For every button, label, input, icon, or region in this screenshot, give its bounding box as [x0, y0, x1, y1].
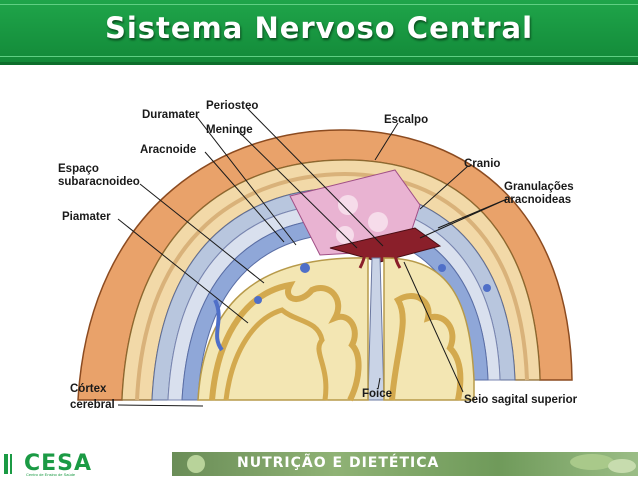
brain-meninges-illustration — [77, 107, 573, 407]
page-title: Sistema Nervoso Central — [104, 11, 534, 45]
label-periosteo: Periosteo — [206, 100, 259, 112]
label-duramater: Duramater — [142, 109, 200, 121]
cesa-logo-subtitle: Centro de Ensino de Saúde — [26, 472, 76, 477]
label-cortex: Córtex — [70, 383, 107, 395]
label-cerebral: cerebral — [70, 399, 115, 411]
title-bar: Sistema Nervoso Central — [0, 0, 638, 65]
cesa-logo-icon — [4, 454, 12, 474]
dura-window — [289, 169, 421, 256]
falx — [367, 257, 385, 401]
label-seio-sagital: Seio sagital superior — [464, 394, 578, 406]
label-aracnoideas: aracnoideas — [504, 194, 572, 206]
cesa-logo-text: CESA — [24, 451, 93, 476]
course-banner-text: NUTRIÇÃO E DIETÉTICA — [237, 455, 440, 471]
label-cranio: Cranio — [464, 158, 501, 170]
label-piamater: Piamater — [62, 211, 111, 223]
label-espaco: Espaço — [58, 163, 99, 175]
cortex-left — [197, 257, 369, 401]
label-granulacoes: Granulações — [504, 181, 574, 193]
label-leader-lines — [117, 107, 508, 407]
label-aracnoide: Aracnoide — [140, 144, 197, 156]
label-escalpo: Escalpo — [384, 114, 429, 126]
banner-decor-icon — [187, 454, 636, 473]
label-subaracnoideo: subaracnoideo — [58, 176, 140, 188]
course-banner — [172, 452, 638, 476]
label-meninge: Meninge — [206, 124, 253, 136]
label-foice: Foice — [362, 388, 393, 400]
